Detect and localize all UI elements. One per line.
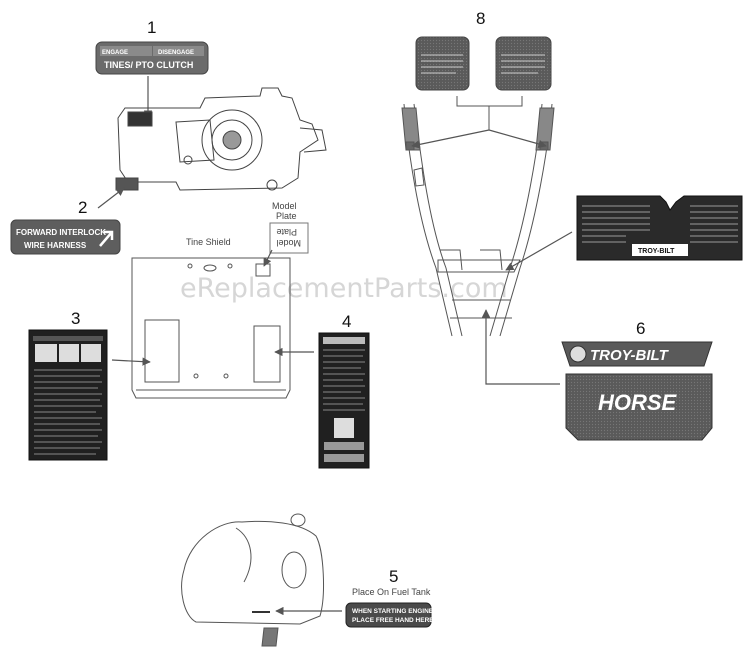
- model-plate-caption-1: Model: [272, 201, 297, 211]
- decal-operating-lever-right: [495, 36, 552, 91]
- svg-text:Model: Model: [276, 238, 301, 248]
- decal-troybilt-horse: TROY-BILT HORSE: [561, 341, 713, 441]
- callout-1: 1: [147, 18, 156, 37]
- tine-shield: [131, 257, 291, 399]
- callout-6: 6: [636, 319, 645, 338]
- callout-5: 5: [389, 567, 398, 586]
- svg-text:Plate: Plate: [276, 227, 297, 237]
- callout-8: 8: [476, 9, 485, 28]
- watermark: eReplacementParts.com: [180, 273, 508, 304]
- transmission-housing: [115, 87, 327, 191]
- svg-text:WHEN STARTING ENGINE: WHEN STARTING ENGINE: [352, 608, 434, 615]
- callout-3: 3: [71, 309, 80, 328]
- svg-text:TINES/ PTO CLUTCH: TINES/ PTO CLUTCH: [104, 60, 193, 70]
- decal-warning: [318, 332, 370, 469]
- svg-text:TROY-BILT: TROY-BILT: [638, 248, 675, 255]
- model-plate: Model Plate: [269, 222, 309, 254]
- callout-2: 2: [78, 198, 87, 217]
- decal-7: TROY-BILT: [576, 195, 743, 261]
- svg-text:ENGAGE: ENGAGE: [102, 50, 128, 56]
- troybilt-logo-text: TROY-BILT: [590, 347, 670, 364]
- place-on-fuel-tank-label: Place On Fuel Tank: [352, 587, 431, 597]
- tine-shield-label: Tine Shield: [186, 237, 231, 247]
- decal-tines-pto-clutch: ENGAGE DISENGAGE TINES/ PTO CLUTCH: [95, 41, 209, 75]
- horse-logo-text: HORSE: [598, 390, 678, 415]
- svg-text:PLACE FREE HAND HERE: PLACE FREE HAND HERE: [352, 617, 434, 624]
- decal-operating-lever-left: [415, 36, 470, 91]
- model-plate-caption-2: Plate: [276, 211, 297, 221]
- decal-fuel-hand-placement: WHEN STARTING ENGINE PLACE FREE HAND HER…: [345, 602, 434, 628]
- svg-text:WIRE HARNESS: WIRE HARNESS: [24, 241, 87, 250]
- fuel-tank: [181, 513, 324, 647]
- callout-4: 4: [342, 312, 351, 331]
- svg-text:DISENGAGE: DISENGAGE: [158, 50, 194, 56]
- svg-text:FORWARD INTERLOCK: FORWARD INTERLOCK: [16, 228, 106, 237]
- decal-forward-interlock: FORWARD INTERLOCK WIRE HARNESS: [10, 219, 121, 255]
- decal-safety-instructions: [28, 329, 108, 461]
